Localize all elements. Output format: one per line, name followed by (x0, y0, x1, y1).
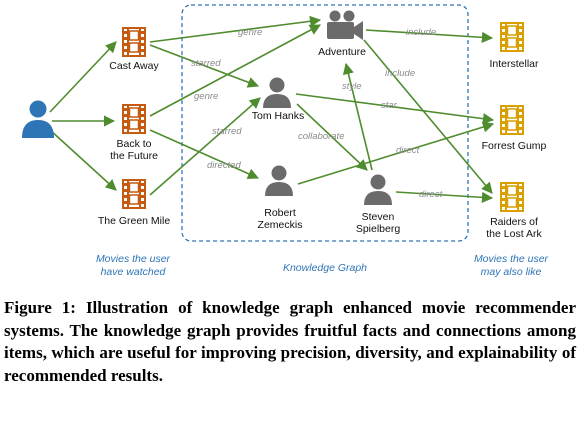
movie-interstellar-label: Interstellar (489, 58, 539, 70)
label-line: may also like (480, 266, 542, 278)
relation-include-mid: include (385, 68, 416, 79)
label-line: have watched (100, 266, 166, 278)
person-robert-zemeckis-label: Robert Zemeckis (242, 207, 318, 231)
section-kg-label: Knowledge Graph (282, 262, 368, 274)
person-steven-spielberg-label: Steven Spielberg (340, 211, 416, 235)
person-icon (265, 165, 293, 196)
label-line: the Lost Ark (486, 228, 542, 240)
user-icon (22, 100, 54, 138)
label-line: Movies the user (473, 253, 549, 265)
kg-recommender-diagram: Cast Away Back to the Future The Green M… (22, 4, 566, 279)
edge-spielberg-adventure (342, 62, 373, 171)
relation-genre-mid: genre (194, 91, 219, 102)
movie-forrest-gump-label: Forrest Gump (481, 140, 547, 152)
edge-greenmile-tomhanks (149, 97, 261, 196)
edge-user-castaway (49, 41, 117, 113)
relation-collaborate: collaborate (298, 131, 345, 142)
section-watched-label: Movies the user have watched (78, 253, 188, 279)
edge-backtothefuture-adventure (149, 24, 321, 117)
film-icon (500, 105, 524, 135)
knowledge-graph-frame (181, 4, 469, 242)
genre-adventure-label: Adventure (318, 46, 366, 58)
edge-tomhanks-forrestgump (295, 93, 495, 125)
relation-direct-lower: direct (419, 189, 443, 200)
edge-adventure-raiders (363, 39, 493, 194)
relation-star: star (381, 100, 397, 111)
label-line: Zemeckis (257, 219, 303, 231)
edge-tomhanks-spielberg (296, 103, 368, 171)
label-line: Robert (264, 207, 296, 219)
edge-user-greenmile (49, 129, 117, 191)
diagram-canvas (22, 4, 524, 242)
edge-adventure-interstellar (365, 29, 494, 43)
film-icon (500, 22, 524, 52)
film-icon (122, 179, 146, 209)
label-line: the Future (110, 150, 158, 162)
section-recommend-label: Movies the user may also like (456, 253, 566, 279)
caption-label: Figure 1: (4, 298, 76, 317)
label-line: Movies the user (95, 253, 171, 265)
edge-castaway-tomhanks (149, 44, 260, 88)
relation-style: style (342, 81, 362, 92)
label-line: Raiders of (490, 216, 538, 228)
label-line: Back to (116, 138, 152, 150)
edge-backtothefuture-zemeckis (149, 129, 260, 180)
relation-starred-top: starred (191, 58, 221, 69)
edge-castaway-adventure (149, 15, 322, 43)
movie-green-mile-label: The Green Mile (97, 215, 171, 227)
movie-back-to-the-future-label: Back to the Future (98, 138, 170, 162)
person-tom-hanks-label: Tom Hanks (251, 110, 305, 122)
person-icon (263, 77, 291, 108)
relation-genre-top: genre (238, 27, 263, 38)
relation-starred-mid: starred (212, 126, 242, 137)
label-line: Steven (361, 211, 395, 223)
edge-spielberg-raiders (395, 191, 494, 203)
caption-text: Illustration of knowledge graph enhanced… (4, 298, 576, 385)
movie-camera-icon (327, 10, 363, 40)
figure-caption: Figure 1: Illustration of knowledge grap… (4, 297, 576, 387)
relation-direct-upper: direct (396, 145, 420, 156)
relation-directed: directed (207, 160, 241, 171)
relation-include-top: include (406, 27, 437, 38)
film-icon (500, 182, 524, 212)
person-icon (364, 174, 392, 205)
film-icon (122, 27, 146, 57)
movie-raiders-label: Raiders of the Lost Ark (474, 216, 554, 240)
movie-cast-away-label: Cast Away (109, 60, 159, 72)
label-line: Spielberg (355, 223, 401, 235)
film-icon (122, 104, 146, 134)
edge-zemeckis-forrestgump (297, 121, 495, 185)
